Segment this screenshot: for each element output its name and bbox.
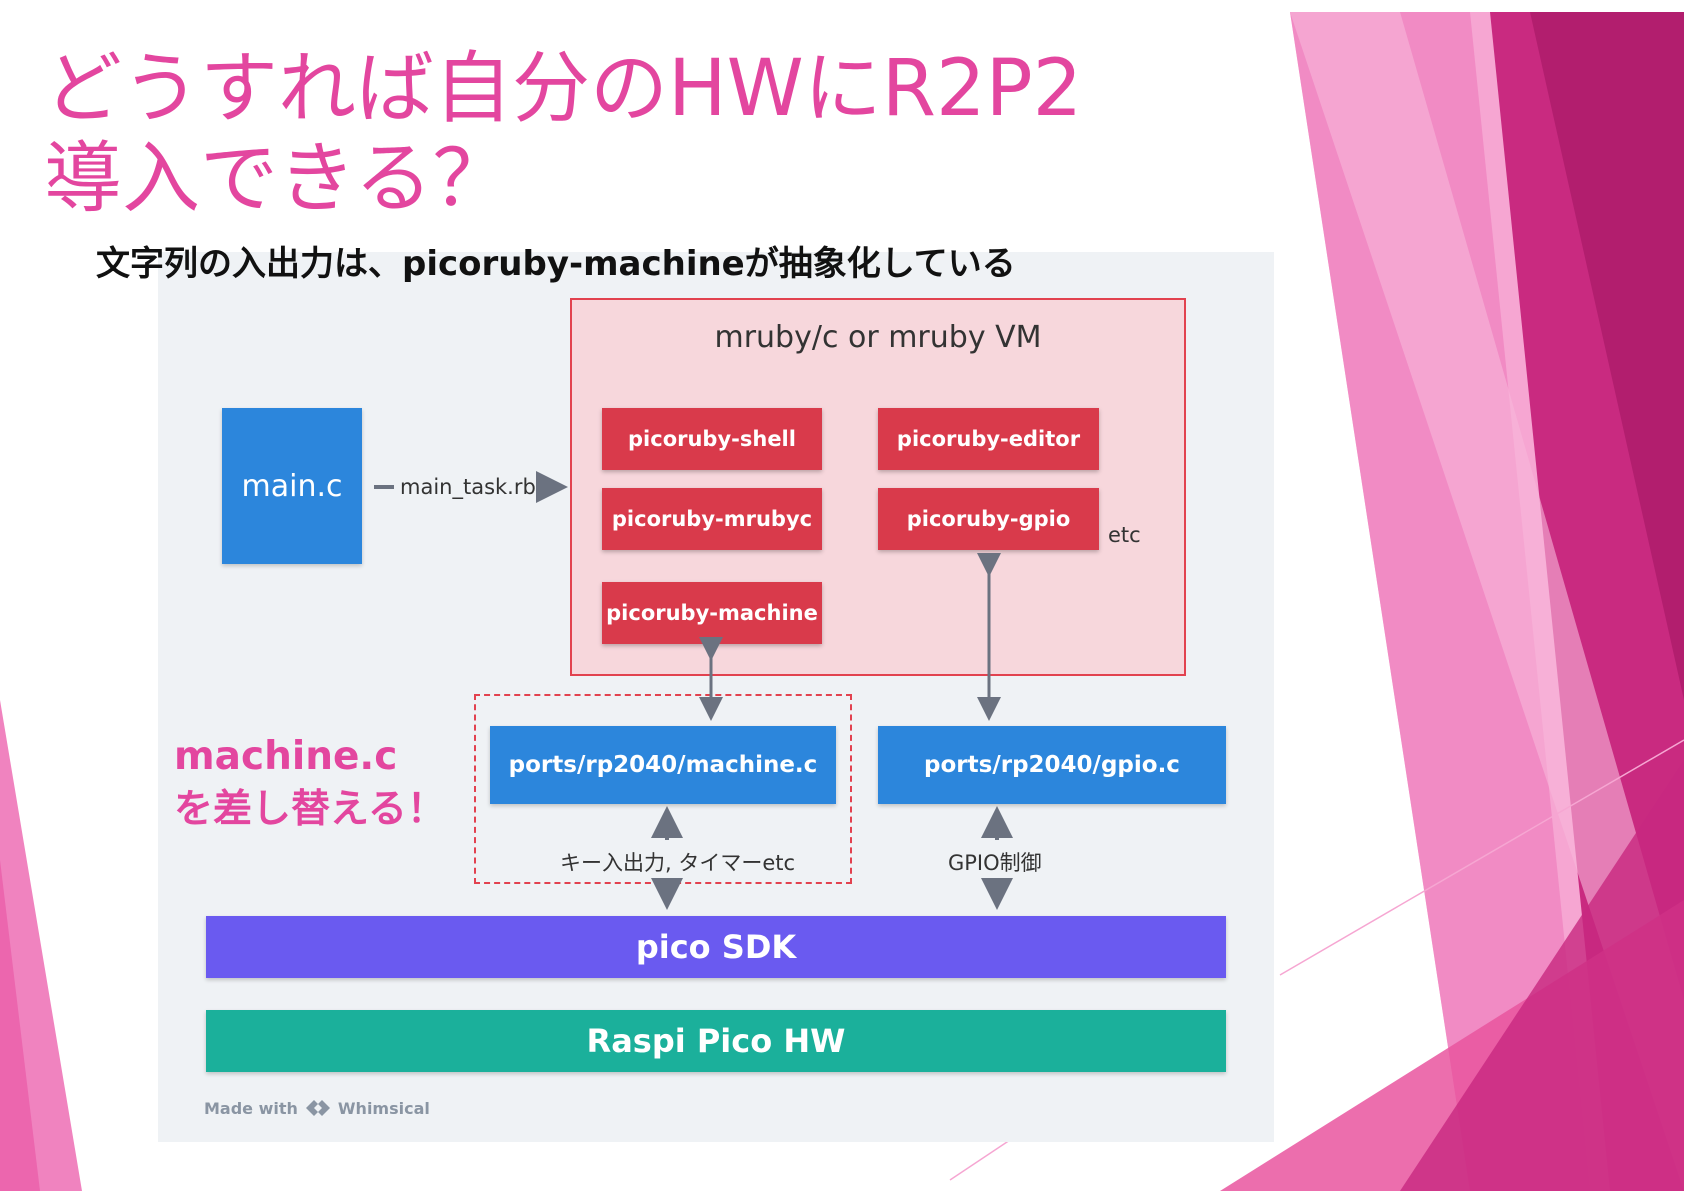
- module-picoruby-mrubyc: picoruby-mrubyc: [602, 488, 822, 550]
- slide-subtitle: 文字列の入出力は、picoruby-machineが抽象化している: [96, 244, 1016, 284]
- main-c-label: main.c: [241, 468, 343, 504]
- vm-container: mruby/c or mruby VM: [570, 298, 1186, 676]
- main-task-arrow-label: main_task.rb: [400, 475, 536, 499]
- etc-label: etc: [1108, 523, 1141, 547]
- port-machine-label: ports/rp2040/machine.c: [508, 752, 818, 778]
- raspi-pico-hw-bar: Raspi Pico HW: [206, 1010, 1226, 1072]
- port-machine-box: ports/rp2040/machine.c: [490, 726, 836, 804]
- main-c-box: main.c: [222, 408, 362, 564]
- made-with-brand: Whimsical: [337, 1098, 430, 1118]
- module-picoruby-machine: picoruby-machine: [602, 582, 822, 644]
- callout-line1: machine.c: [174, 734, 398, 779]
- slide-title-line1: どうすれば自分のHWにR2P2: [44, 44, 1083, 134]
- vm-title: mruby/c or mruby VM: [714, 320, 1042, 355]
- made-with-whimsical: Made with Whimsical: [204, 1098, 430, 1118]
- made-with-prefix: Made with: [204, 1098, 298, 1118]
- whimsical-logo-icon: [305, 1100, 330, 1116]
- callout-line2: を差し替える！: [174, 787, 446, 832]
- module-picoruby-editor: picoruby-editor: [878, 408, 1099, 470]
- machine-io-label: キー入出力, タイマーetc: [560, 851, 796, 875]
- slide-title-line2: 導入できる？: [44, 134, 511, 224]
- pico-sdk-bar: pico SDK: [206, 916, 1226, 978]
- port-gpio-box: ports/rp2040/gpio.c: [878, 726, 1226, 804]
- port-gpio-label: ports/rp2040/gpio.c: [924, 752, 1180, 778]
- module-picoruby-shell: picoruby-shell: [602, 408, 822, 470]
- module-picoruby-gpio: picoruby-gpio: [878, 488, 1099, 550]
- gpio-control-label: GPIO制御: [948, 851, 1042, 875]
